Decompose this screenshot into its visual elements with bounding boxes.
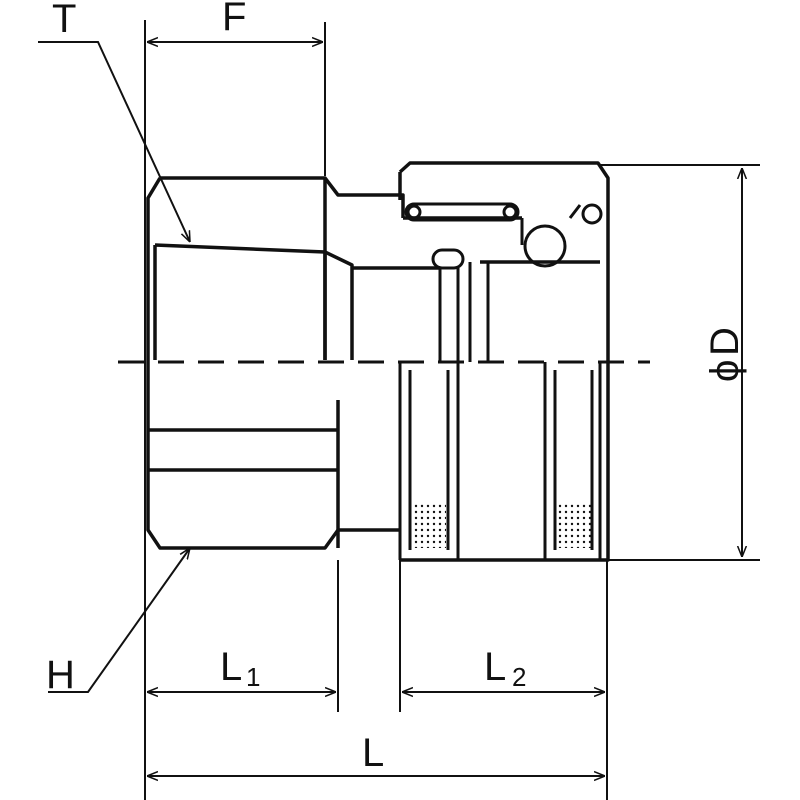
sleeve-outline xyxy=(398,161,610,562)
lock-slot xyxy=(404,202,520,222)
dimensions xyxy=(38,20,760,800)
locking-ball xyxy=(523,224,567,268)
leader-H xyxy=(48,548,190,693)
label-L2-sub: 2 xyxy=(512,662,526,692)
label-F: F xyxy=(222,0,246,39)
leader-T xyxy=(38,41,191,242)
label-L2-main: L xyxy=(484,645,506,689)
knurl-left xyxy=(412,502,446,548)
fitting-body xyxy=(146,161,610,562)
label-T: T xyxy=(52,0,76,41)
valve-stem xyxy=(431,248,465,270)
label-L: L xyxy=(362,731,384,775)
thread-outline xyxy=(153,243,354,360)
label-H: H xyxy=(46,653,75,697)
knurl-right xyxy=(557,502,591,548)
label-phiD: ϕ D xyxy=(703,327,747,382)
internal-details xyxy=(398,202,603,560)
small-ball xyxy=(581,203,603,225)
label-phiD-letter: D xyxy=(703,327,747,356)
label-L1-sub: 1 xyxy=(246,662,260,692)
label-phiD-symbol: ϕ xyxy=(703,360,747,382)
label-L1-main: L xyxy=(220,645,242,689)
